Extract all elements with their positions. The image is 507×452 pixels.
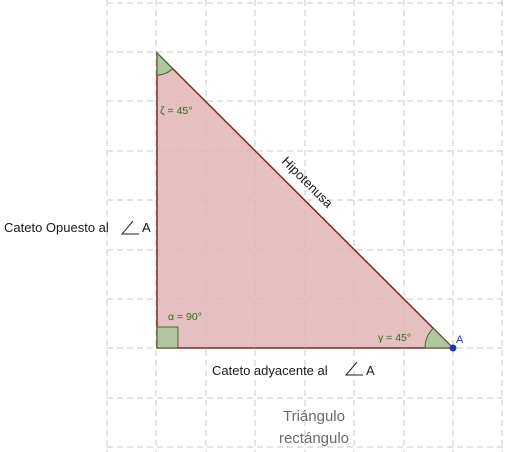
angle-top-label: ζ = 45°	[160, 105, 192, 117]
adjacent-angle-ref: A	[366, 363, 375, 378]
angle-arc-top	[156, 51, 174, 76]
angle-symbol-icon	[120, 220, 139, 235]
caption-line-1: Triángulo	[283, 408, 345, 425]
caption-line-2: rectángulo	[279, 430, 349, 447]
angle-bottom-right-label: γ = 45°	[378, 332, 411, 344]
adjacent-side-label: Cateto adyacente al	[212, 363, 328, 378]
opposite-angle-ref: A	[142, 220, 151, 235]
vertex-a-label: A	[456, 334, 464, 346]
opposite-side-label: Cateto Opuesto al	[4, 220, 109, 235]
angle-symbol-icon	[344, 361, 363, 376]
angle-right-label: α = 90°	[168, 311, 202, 323]
right-angle-marker	[156, 326, 179, 349]
vertex-a-point	[449, 344, 457, 352]
angle-arc-bottom-right	[424, 327, 455, 349]
right-triangle	[156, 51, 455, 349]
